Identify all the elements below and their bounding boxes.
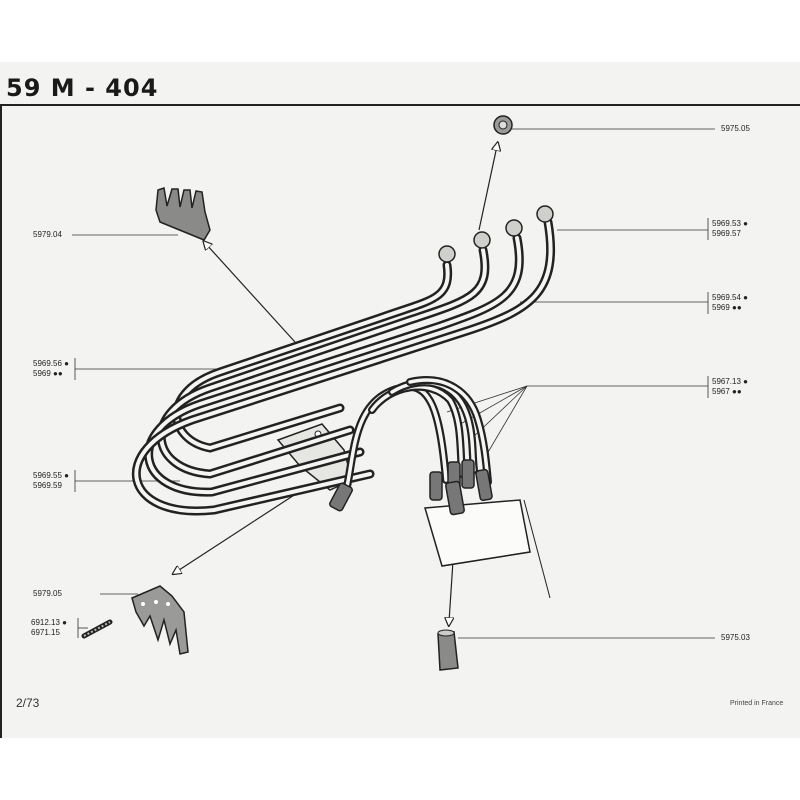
callout-screw: 6912.13 ● 6971.15	[31, 618, 67, 638]
callout-short-leads: 5967.13 ● 5967 ●●	[712, 377, 748, 397]
callout-outer-loop: 5969.55 ● 5969.59	[33, 471, 69, 491]
page-number: 2/73	[16, 696, 40, 710]
part-number: 5969.54 ●	[712, 293, 748, 302]
part-number: 5969.53 ●	[712, 219, 748, 228]
left-margin-rule	[0, 104, 2, 738]
part-number: 5979.04	[33, 230, 62, 239]
loop-leads	[131, 217, 556, 516]
part-number: 5975.03	[721, 633, 750, 642]
part-number: 5969 ●●	[33, 369, 63, 378]
part-number: 5969.55 ●	[33, 471, 69, 480]
part-number: 5979.05	[33, 589, 62, 598]
callout-long-lead: 5969.53 ● 5969.57	[712, 219, 748, 239]
part-number: 5975.05	[721, 124, 750, 133]
part-number: 6971.15	[31, 628, 60, 637]
short-leads	[341, 376, 492, 499]
part-number: 5969.59	[33, 481, 62, 490]
top-comb-bracket	[155, 187, 211, 241]
spark-plug-caps	[438, 205, 554, 263]
catalog-sheet	[0, 62, 800, 738]
terminal-boots	[329, 459, 493, 516]
printed-in-note: Printed in France	[730, 700, 784, 707]
part-number: 5967 ●●	[712, 387, 742, 396]
part-number: 6912.13 ●	[31, 618, 67, 627]
part-number: 5969.56 ●	[33, 359, 69, 368]
part-number: 5967.13 ●	[712, 377, 748, 386]
callout-cap-top: 5975.05	[721, 124, 750, 134]
part-number: 5969 ●●	[712, 303, 742, 312]
callout-second-lead: 5969.54 ● 5969 ●●	[712, 293, 748, 313]
bottom-bracket	[131, 585, 189, 655]
page-title: 59 M - 404	[6, 74, 159, 102]
header-rule	[0, 104, 800, 106]
explosion-arrows	[176, 146, 497, 622]
callout-bracket-bottom: 5979.05	[33, 589, 62, 599]
callout-bracket-top: 5979.04	[33, 230, 62, 240]
loose-boot-bottom	[437, 629, 459, 671]
callout-loop-lead: 5969.56 ● 5969 ●●	[33, 359, 69, 379]
part-number: 5969.57	[712, 229, 741, 238]
callout-boot: 5975.03	[721, 633, 750, 643]
screw	[81, 619, 113, 639]
loose-cap-top	[493, 115, 513, 135]
distributor-cap	[424, 499, 551, 599]
